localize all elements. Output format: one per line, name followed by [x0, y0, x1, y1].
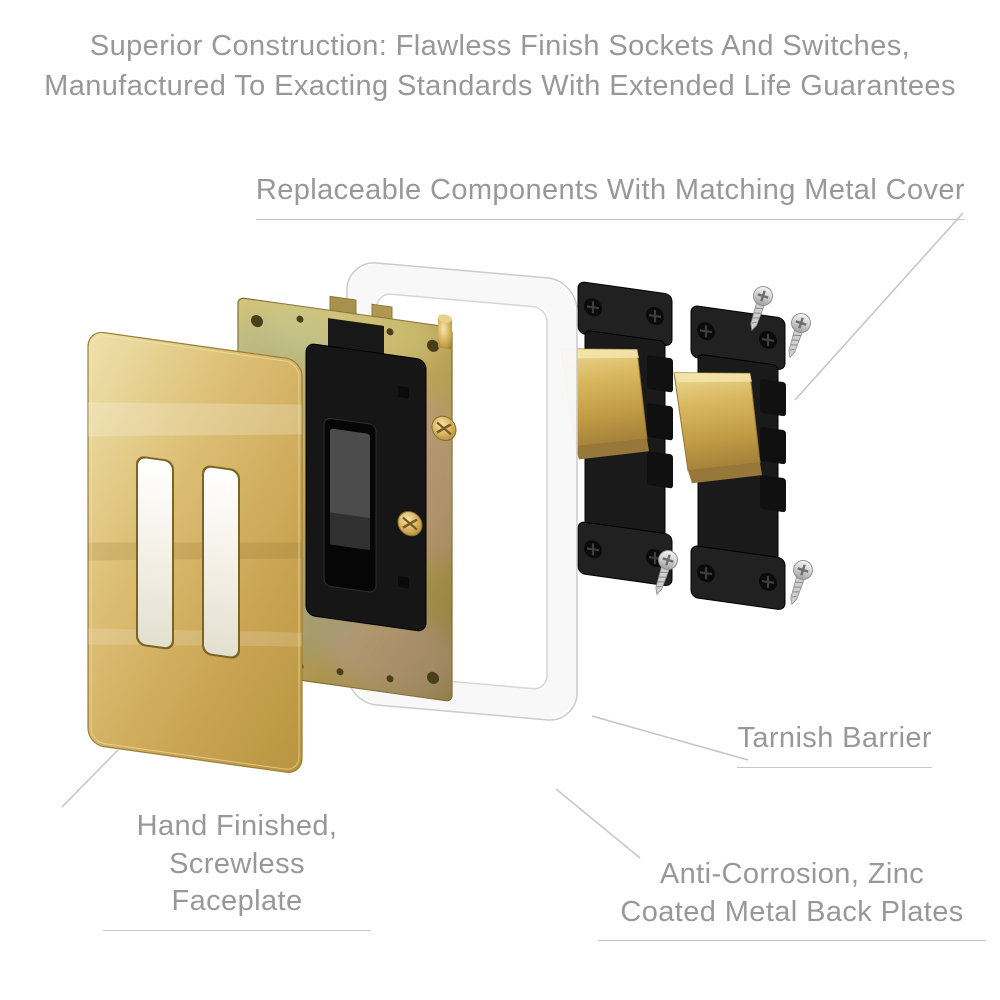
rocker-aperture-left	[136, 456, 174, 650]
callout-tarnish-barrier: Tarnish Barrier	[737, 720, 932, 768]
callout-anti-corrosion-back-plates: Anti-Corrosion, Zinc Coated Metal Back P…	[598, 856, 986, 942]
screw-top-right	[779, 309, 815, 362]
rocker-aperture-right	[202, 465, 240, 659]
callout-hand-finished-faceplate: Hand Finished, Screwless Faceplate	[103, 808, 371, 932]
brass-screw-lower	[397, 510, 423, 537]
leader-line-anti-corrosion	[555, 788, 641, 859]
brass-faceplate	[87, 331, 303, 773]
switch-module-left	[559, 277, 675, 588]
leader-line-replaceable-components	[794, 212, 964, 401]
leader-line-tarnish-barrier	[591, 715, 749, 761]
callout-replaceable-components: Replaceable Components With Matching Met…	[255, 172, 965, 220]
leader-lines	[61, 212, 964, 859]
brushed-texture	[88, 402, 302, 647]
brass-terminal	[438, 317, 452, 350]
page-title: Superior Construction: Flawless Finish S…	[44, 30, 956, 103]
brass-screw-upper	[431, 415, 457, 442]
switch-module-right	[672, 301, 788, 612]
screw-bottom-right	[781, 556, 817, 609]
leader-line-hand-finished	[61, 749, 119, 808]
